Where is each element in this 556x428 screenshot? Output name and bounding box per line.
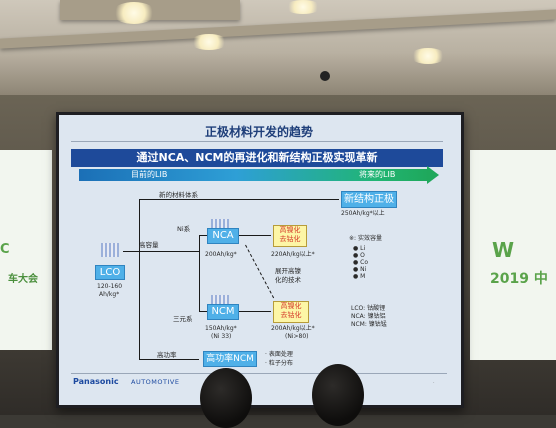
legend-item: ● Ni	[353, 266, 367, 273]
connector	[199, 311, 207, 312]
connector	[199, 235, 207, 236]
page-number-dot: ·	[433, 380, 435, 386]
nca-box: NCA	[207, 228, 239, 244]
lco-spec-unit: Ah/kg*	[99, 291, 120, 298]
title-divider	[71, 141, 443, 142]
ceiling-light	[112, 2, 156, 24]
audience-head	[312, 364, 364, 426]
connector	[239, 235, 271, 236]
audience-head	[200, 368, 252, 428]
lco-crystal-icon	[101, 243, 119, 257]
ncm-ni-content: (Ni 33)	[211, 333, 232, 340]
label-high-capacity: 高容量	[139, 241, 159, 249]
connector	[139, 199, 339, 200]
ceiling-light	[285, 0, 321, 14]
high-ni-box-bottom: 高镍化 去钴化	[273, 301, 309, 323]
high-power-ncm-box: 高功率NCM	[203, 351, 257, 367]
connector	[239, 311, 271, 312]
ceiling	[0, 0, 556, 95]
abbrev-lco: LCO: 钴酸锂	[351, 305, 386, 312]
high-ni-bottom-spec: 200Ah/kg以上*	[271, 325, 315, 332]
left-banner-text: 车大会	[8, 274, 38, 285]
surface-note-2: · 粒子分布	[265, 360, 293, 367]
high-ni-bottom-ni: (Ni>80)	[285, 333, 309, 340]
high-ni-bottom-line2: 去钴化	[280, 311, 302, 319]
ceiling-light	[410, 48, 446, 64]
arrow-label-future: 将来的LIB	[359, 170, 396, 179]
label-high-power: 高功率	[157, 351, 177, 359]
right-event-banner: W 2019 中	[470, 150, 556, 360]
abbrev-ncm: NCM: 镍钴锰	[351, 321, 387, 328]
high-ni-bottom-line1: 高镍化	[280, 302, 302, 310]
new-structure-box: 新结构正极	[341, 191, 397, 208]
ncm-spec: 150Ah/kg*	[205, 325, 237, 332]
connector	[139, 359, 199, 360]
legend-item: ● Co	[353, 259, 369, 266]
tech-note-line2: 化的技术	[275, 276, 301, 284]
tech-note-line1: 展开高镍	[275, 267, 301, 275]
high-ni-top-line2: 去钴化	[279, 235, 301, 243]
abbrev-nca: NCA: 镍钴铝	[351, 313, 386, 320]
footer-divider	[71, 373, 447, 374]
nca-spec: 200Ah/kg*	[205, 251, 237, 258]
legend-item: ● O	[353, 252, 365, 259]
headline-text: 通过NCA、NCM的再进化和新结构正极实现革新	[136, 151, 378, 164]
high-ni-box-top: 高镍化 去钴化	[273, 225, 307, 247]
lco-spec: 120-160	[97, 283, 123, 290]
legend-item: ● M	[353, 273, 366, 280]
logo-subtitle: AUTOMOTIVE	[131, 378, 180, 386]
projection-screen: 正极材料开发的趋势 通过NCA、NCM的再进化和新结构正极实现革新 目前的LIB…	[56, 112, 464, 408]
timeline-arrow-head	[427, 166, 439, 184]
connector	[139, 199, 140, 359]
label-ni-series: Ni系	[177, 225, 191, 233]
panasonic-logo: Panasonic	[73, 377, 119, 386]
connector	[123, 251, 139, 252]
arrow-label-current: 目前的LIB	[131, 170, 168, 179]
connector	[139, 251, 199, 252]
left-banner-letter: C	[0, 242, 10, 257]
timeline-arrow	[79, 169, 429, 181]
label-ternary: 三元系	[173, 315, 193, 323]
headline-banner	[71, 149, 443, 167]
label-new-system: 新的材料体系	[159, 191, 198, 199]
dashed-connector	[245, 244, 275, 299]
slide-title: 正极材料开发的趋势	[204, 125, 313, 139]
ncm-box: NCM	[207, 304, 239, 320]
left-event-banner: C 车大会	[0, 150, 52, 350]
ceiling-light	[190, 34, 228, 50]
legend-item: ● Li	[353, 245, 366, 252]
right-banner-letter: W	[492, 238, 515, 262]
high-ni-top-line1: 高镍化	[279, 226, 301, 234]
legend-note: ※: 实效容量	[349, 235, 382, 242]
right-banner-year: 2019 中	[490, 271, 548, 287]
lco-box: LCO	[95, 265, 125, 280]
security-camera	[320, 71, 330, 81]
new-structure-spec: 250Ah/kg*以上	[341, 210, 385, 217]
high-ni-top-spec: 220Ah/kg以上*	[271, 251, 315, 258]
connector	[199, 235, 200, 311]
surface-note-1: · 表面处理	[265, 351, 293, 358]
